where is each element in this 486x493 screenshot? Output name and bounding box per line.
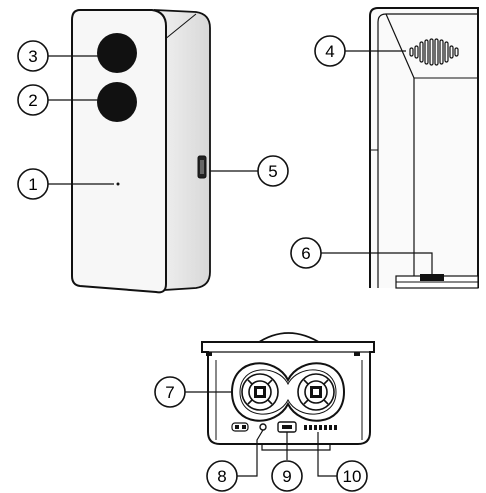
usb-port <box>277 421 297 433</box>
back-mount-slot <box>395 274 479 289</box>
callout-10: 10 <box>336 460 368 492</box>
svg-text:1: 1 <box>28 175 37 194</box>
back-body-outline <box>369 7 479 288</box>
svg-text:4: 4 <box>325 42 334 61</box>
svg-text:10: 10 <box>343 467 362 486</box>
front-lower-lens <box>97 82 137 122</box>
bottom-switch <box>231 422 249 432</box>
front-indicator-dot <box>116 182 120 186</box>
svg-text:3: 3 <box>28 47 37 66</box>
front-side-panel <box>153 9 211 291</box>
svg-text:9: 9 <box>282 467 291 486</box>
callout-5: 5 <box>257 155 289 187</box>
callout-2: 2 <box>17 84 49 116</box>
callout-1: 1 <box>17 168 49 200</box>
bottom-view <box>201 332 375 451</box>
front-top-lens <box>97 33 137 73</box>
svg-text:5: 5 <box>268 162 277 181</box>
right-mount <box>297 373 335 411</box>
leader-lines <box>48 50 433 477</box>
svg-text:8: 8 <box>217 467 226 486</box>
reset-hole <box>259 423 267 431</box>
callout-8: 8 <box>206 460 238 492</box>
callout-3: 3 <box>17 40 49 72</box>
back-speaker-grille <box>409 38 459 66</box>
svg-text:2: 2 <box>28 91 37 110</box>
callout-4: 4 <box>314 35 346 67</box>
left-mount <box>241 373 279 411</box>
bottom-vent-strip <box>304 425 337 430</box>
front-face <box>71 9 167 294</box>
front-view <box>71 9 211 294</box>
back-view <box>369 7 479 289</box>
callout-6: 6 <box>290 237 322 269</box>
svg-text:7: 7 <box>165 383 174 402</box>
callout-7: 7 <box>154 376 186 408</box>
callout-9: 9 <box>271 460 303 492</box>
svg-text:6: 6 <box>301 244 310 263</box>
